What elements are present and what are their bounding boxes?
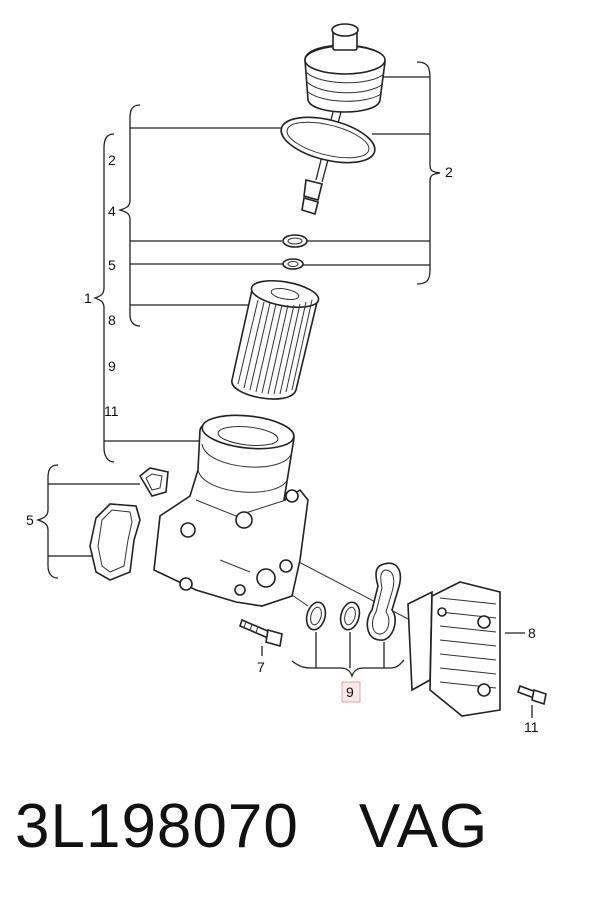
brand-name: VAG <box>358 792 489 861</box>
callout-right-2: 2 <box>445 164 453 180</box>
housing-gasket <box>89 467 169 581</box>
drain-valve <box>301 179 323 216</box>
leader-lines <box>35 61 533 718</box>
callout-left-top-5: 5 <box>108 257 116 273</box>
exploded-parts-diagram: 2 4 5 1 8 9 11 2 5 7 9 8 11 <box>26 23 547 735</box>
callout-left-top-2: 2 <box>108 152 116 168</box>
callout-left-top-8: 8 <box>108 312 116 328</box>
seals <box>305 562 402 641</box>
seals-highlight-box <box>341 681 361 703</box>
callout-seals-9: 9 <box>346 684 354 700</box>
callout-left-top-9: 9 <box>108 358 116 374</box>
small-o-ring-1 <box>282 234 308 248</box>
callout-left-5: 5 <box>26 512 34 528</box>
filter-housing <box>153 414 309 607</box>
callout-labels: 2 4 5 1 8 9 11 2 5 7 9 8 11 <box>26 152 539 735</box>
cooler-screw <box>516 684 547 706</box>
oil-cooler <box>407 581 501 717</box>
cap-o-ring <box>280 116 376 164</box>
part-number: 3L198070 <box>15 792 299 861</box>
callout-left-top-11: 11 <box>104 403 119 419</box>
callout-left-top-4: 4 <box>108 203 116 219</box>
callout-screw-11: 11 <box>524 719 539 735</box>
bolt <box>239 618 283 648</box>
callout-bolt-7: 7 <box>257 659 265 675</box>
callout-cooler-8: 8 <box>528 625 536 641</box>
small-o-ring-2 <box>282 258 304 270</box>
filter-element <box>231 279 320 400</box>
callout-left-1: 1 <box>84 290 92 306</box>
